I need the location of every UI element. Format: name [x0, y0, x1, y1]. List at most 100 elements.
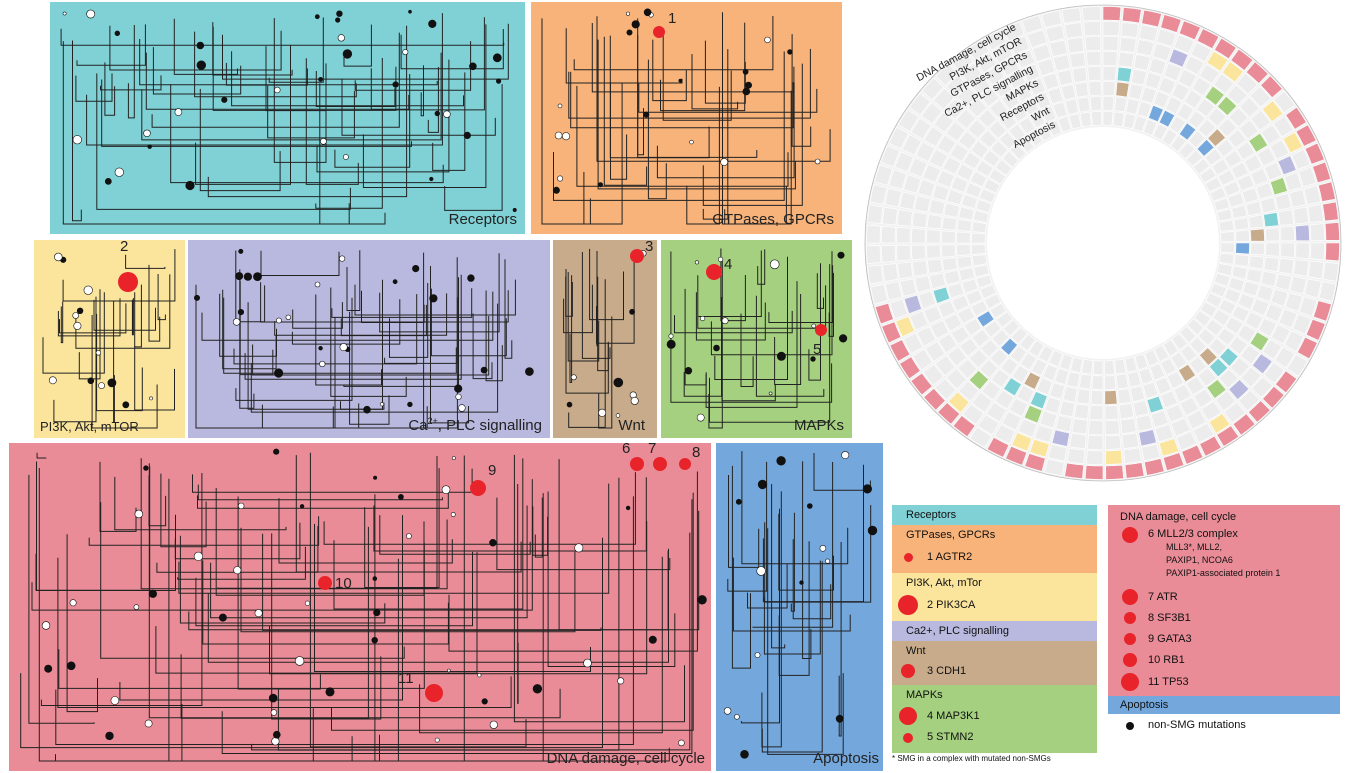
pathway-node — [221, 96, 228, 103]
circos-cell — [945, 368, 967, 390]
panel-dna-damage: DNA damage, cell cycle — [9, 443, 711, 771]
legend-right: DNA damage, cell cycle 6 MLL2/3 complex … — [1108, 505, 1340, 735]
pathway-node — [402, 49, 409, 56]
circos-cell — [947, 391, 970, 414]
circos-cell — [867, 264, 884, 285]
circos-cell — [1115, 373, 1129, 390]
circos-cell — [1264, 303, 1284, 323]
circos-cell — [1066, 37, 1085, 54]
circos-cell — [1205, 292, 1223, 308]
pathway-node — [463, 131, 471, 139]
circos-cell — [899, 356, 921, 380]
circos-cell — [1032, 43, 1052, 62]
pathway-node — [745, 81, 753, 89]
circos-cell — [1236, 174, 1255, 192]
circos-cell — [1066, 447, 1086, 465]
circos-cell — [1041, 10, 1062, 28]
circos-cell — [968, 369, 990, 391]
circos-cell — [1160, 357, 1177, 376]
circos-cell — [979, 284, 997, 299]
circos-cell — [1122, 7, 1142, 24]
smg-dot-1 — [904, 553, 913, 562]
circos-cell — [1152, 43, 1172, 62]
circos-cell — [933, 111, 955, 133]
circos-cell — [1009, 103, 1028, 123]
circos-cell — [1282, 131, 1304, 154]
circos-cell — [965, 289, 983, 306]
circos-cell — [1285, 106, 1307, 130]
circos-cell — [992, 77, 1013, 98]
circos-cell — [1295, 242, 1310, 259]
circos-cell — [1218, 219, 1235, 232]
circos-cell — [1227, 129, 1247, 149]
circos-cell — [1156, 28, 1177, 48]
circos-cell — [1260, 124, 1282, 145]
circos-cell — [1189, 336, 1208, 355]
circos-cell — [1200, 301, 1218, 318]
circos-cell — [1102, 96, 1115, 111]
circos-cell — [929, 272, 946, 290]
receptors-network — [60, 9, 517, 225]
pathway-node — [83, 285, 93, 295]
circos-cell — [1102, 111, 1114, 126]
circos-cell — [1230, 48, 1254, 71]
circos-cell — [977, 414, 1000, 436]
pathway-node — [62, 11, 67, 16]
legend-dna: DNA damage, cell cycle 6 MLL2/3 complex … — [1108, 505, 1340, 696]
circos-cell — [998, 131, 1017, 150]
circos-cell — [1085, 450, 1104, 465]
circos-cell — [1144, 458, 1165, 476]
pathway-node — [625, 505, 631, 511]
marker-4: 4 — [724, 256, 733, 273]
circos-cell — [941, 216, 958, 231]
pathway-node — [314, 14, 320, 20]
circos-cell — [1243, 154, 1263, 173]
circos-cell — [1208, 337, 1228, 357]
circos-cell — [1325, 242, 1340, 262]
circos-cell — [1102, 36, 1119, 51]
pathway-node — [407, 401, 413, 408]
circos-cell — [1023, 404, 1043, 424]
circos-cell — [1248, 132, 1269, 153]
circos-cell — [1027, 129, 1044, 147]
circos-cell — [867, 204, 884, 224]
circos-cell — [1272, 115, 1294, 138]
circos-cell — [962, 151, 982, 170]
circos-cell — [1278, 258, 1295, 275]
legend-ca-label: Ca2+, PLC signalling — [906, 625, 1010, 637]
circos-cell — [1069, 52, 1086, 69]
circos-cell — [923, 387, 946, 411]
circos-cell — [1260, 270, 1278, 287]
circos-cell — [1104, 360, 1115, 375]
pathway-node — [799, 580, 804, 585]
circos-cell — [1124, 356, 1138, 373]
circos-cell — [1016, 384, 1035, 404]
pathway-node — [429, 294, 438, 303]
circos-cell — [1003, 377, 1022, 397]
pathway-node — [337, 34, 345, 42]
circos-cell — [1226, 84, 1248, 106]
circos-cell — [1250, 228, 1265, 242]
circos-cell — [1069, 433, 1087, 450]
circos-cell — [1133, 54, 1151, 71]
pathway-node — [666, 339, 676, 349]
pathway-node — [764, 36, 771, 44]
circos-cell — [1102, 81, 1116, 96]
circos-cell — [874, 302, 894, 325]
circos-cell — [902, 332, 924, 355]
circos-cell — [960, 62, 983, 85]
circos-cell — [1047, 87, 1064, 105]
circos-cell — [989, 302, 1007, 319]
circos-cell — [1030, 358, 1048, 377]
circos-cell — [1123, 447, 1142, 464]
circos-cell — [967, 97, 988, 118]
circos-cell — [1310, 242, 1325, 261]
circos-cell — [1160, 390, 1178, 409]
pathway-node — [629, 308, 635, 315]
circos-cell — [922, 363, 945, 386]
circos-cell — [991, 42, 1014, 64]
circos-cell — [1231, 204, 1248, 219]
circos-cell — [961, 278, 979, 294]
smg-node — [630, 457, 644, 471]
circos-cell — [946, 189, 964, 206]
